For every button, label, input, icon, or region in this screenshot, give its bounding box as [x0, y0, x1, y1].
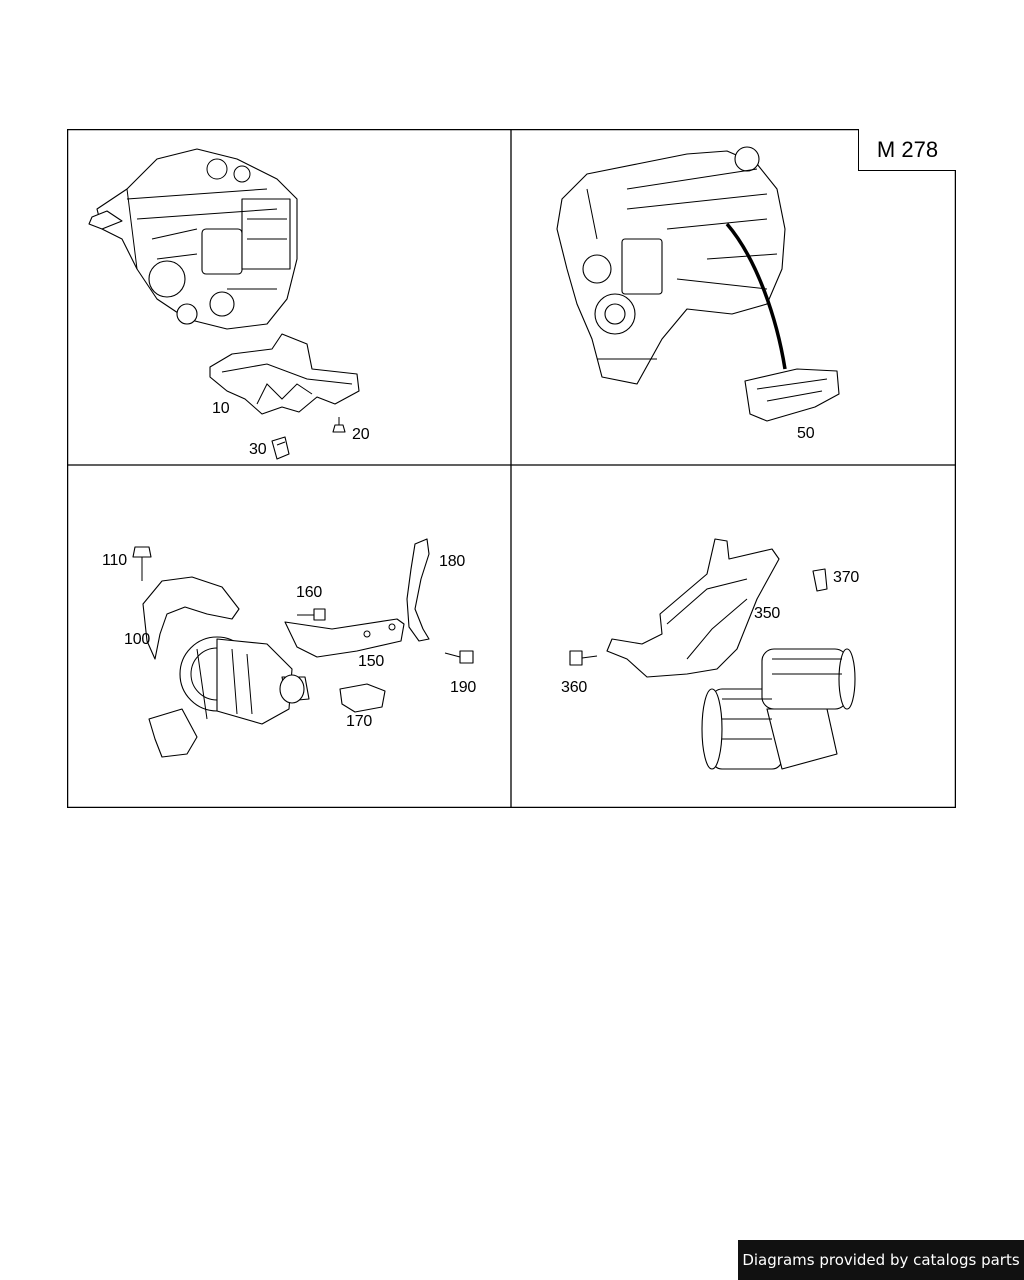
diagram-drawing: [67, 129, 956, 808]
callout-100: 100: [124, 631, 151, 648]
callout-50: 50: [797, 425, 815, 442]
callout-360: 360: [561, 679, 588, 696]
callout-30: 30: [249, 441, 267, 458]
bolt-part-190: [444, 650, 474, 664]
engine-illustration-top-right: [556, 146, 787, 385]
callout-150: 150: [358, 653, 385, 670]
bolt-part-20: [332, 417, 346, 433]
callout-20: 20: [352, 426, 370, 443]
bolt-part-160: [297, 608, 326, 621]
clip-part-30: [271, 436, 290, 460]
starter-motor-illustration: [701, 648, 856, 770]
clip-part-370: [812, 568, 828, 592]
engine-illustration-top-left: [88, 148, 298, 330]
parts-diagram: M 278 10 20 30 50 100 110 150 160 170 18…: [67, 129, 956, 808]
callout-190: 190: [450, 679, 477, 696]
bolt-part-110: [132, 546, 152, 581]
callout-180: 180: [439, 553, 466, 570]
sensor-part-50: [744, 368, 840, 422]
bracket-part-350: [606, 538, 780, 678]
callout-110: 110: [102, 552, 127, 569]
bracket-part-170: [339, 683, 386, 713]
turbocharger-illustration: [148, 636, 310, 758]
model-label: M 278: [858, 129, 956, 171]
callout-370: 370: [833, 569, 860, 586]
callout-160: 160: [296, 584, 323, 601]
credit-banner: Diagrams provided by catalogs parts: [738, 1240, 1024, 1280]
callout-170: 170: [346, 713, 373, 730]
callout-350: 350: [754, 605, 781, 622]
support-arm-part-180: [406, 538, 430, 642]
underbody-shield-part-10: [209, 333, 360, 415]
heat-shield-part-100: [142, 576, 240, 660]
bolt-part-360: [569, 650, 598, 666]
bracket-part-150: [284, 618, 405, 658]
callout-10: 10: [212, 400, 230, 417]
